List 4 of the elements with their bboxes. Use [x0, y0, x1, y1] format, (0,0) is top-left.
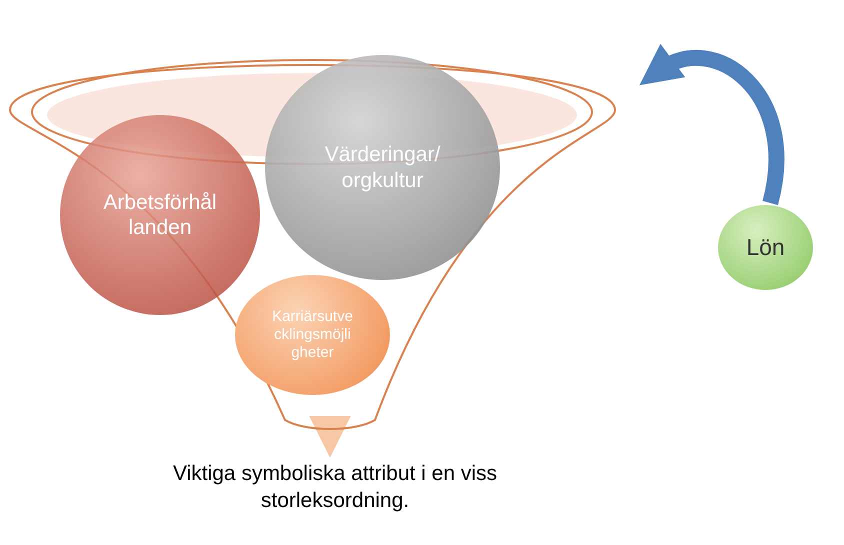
arrow [309, 416, 351, 458]
caption-text: Viktiga symboliska attribut i en viss storleksordning. [172, 461, 498, 514]
arrow [638, 44, 784, 205]
bubble-label: Lön [746, 234, 785, 262]
